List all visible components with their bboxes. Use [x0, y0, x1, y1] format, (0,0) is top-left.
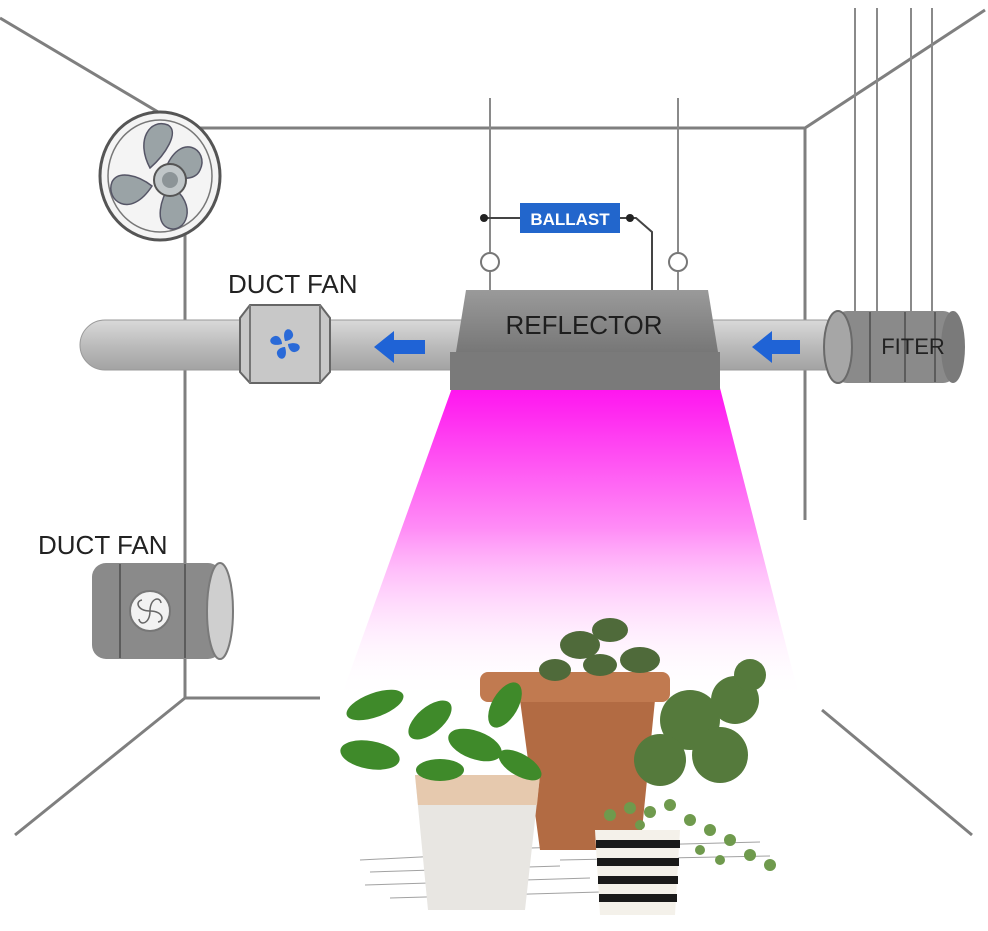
duct-fan-icon — [270, 329, 300, 359]
filter-label: FITER — [881, 334, 945, 359]
carbon-filter — [823, 310, 965, 384]
duct-fan-side — [92, 562, 234, 660]
oscillating-fan-icon — [98, 110, 222, 242]
potted-plants-icon — [340, 618, 776, 915]
reflector — [450, 290, 720, 390]
hanger-ring-right — [668, 252, 688, 272]
hanging-wires — [489, 8, 933, 318]
ballast-label: BALLAST — [530, 210, 610, 229]
duct-fan-top — [239, 304, 331, 384]
wire-dot-left — [480, 214, 488, 222]
duct-fan-side-label: DUCT FAN — [38, 530, 168, 560]
wire-dot-right — [626, 214, 634, 222]
light-beam — [340, 388, 800, 700]
reflector-label: REFLECTOR — [506, 310, 663, 340]
ballast-box — [520, 203, 620, 233]
airflow-arrow-icon — [374, 331, 800, 363]
duct-fan-top-label: DUCT FAN — [228, 269, 358, 299]
hanger-ring-left — [480, 252, 500, 272]
